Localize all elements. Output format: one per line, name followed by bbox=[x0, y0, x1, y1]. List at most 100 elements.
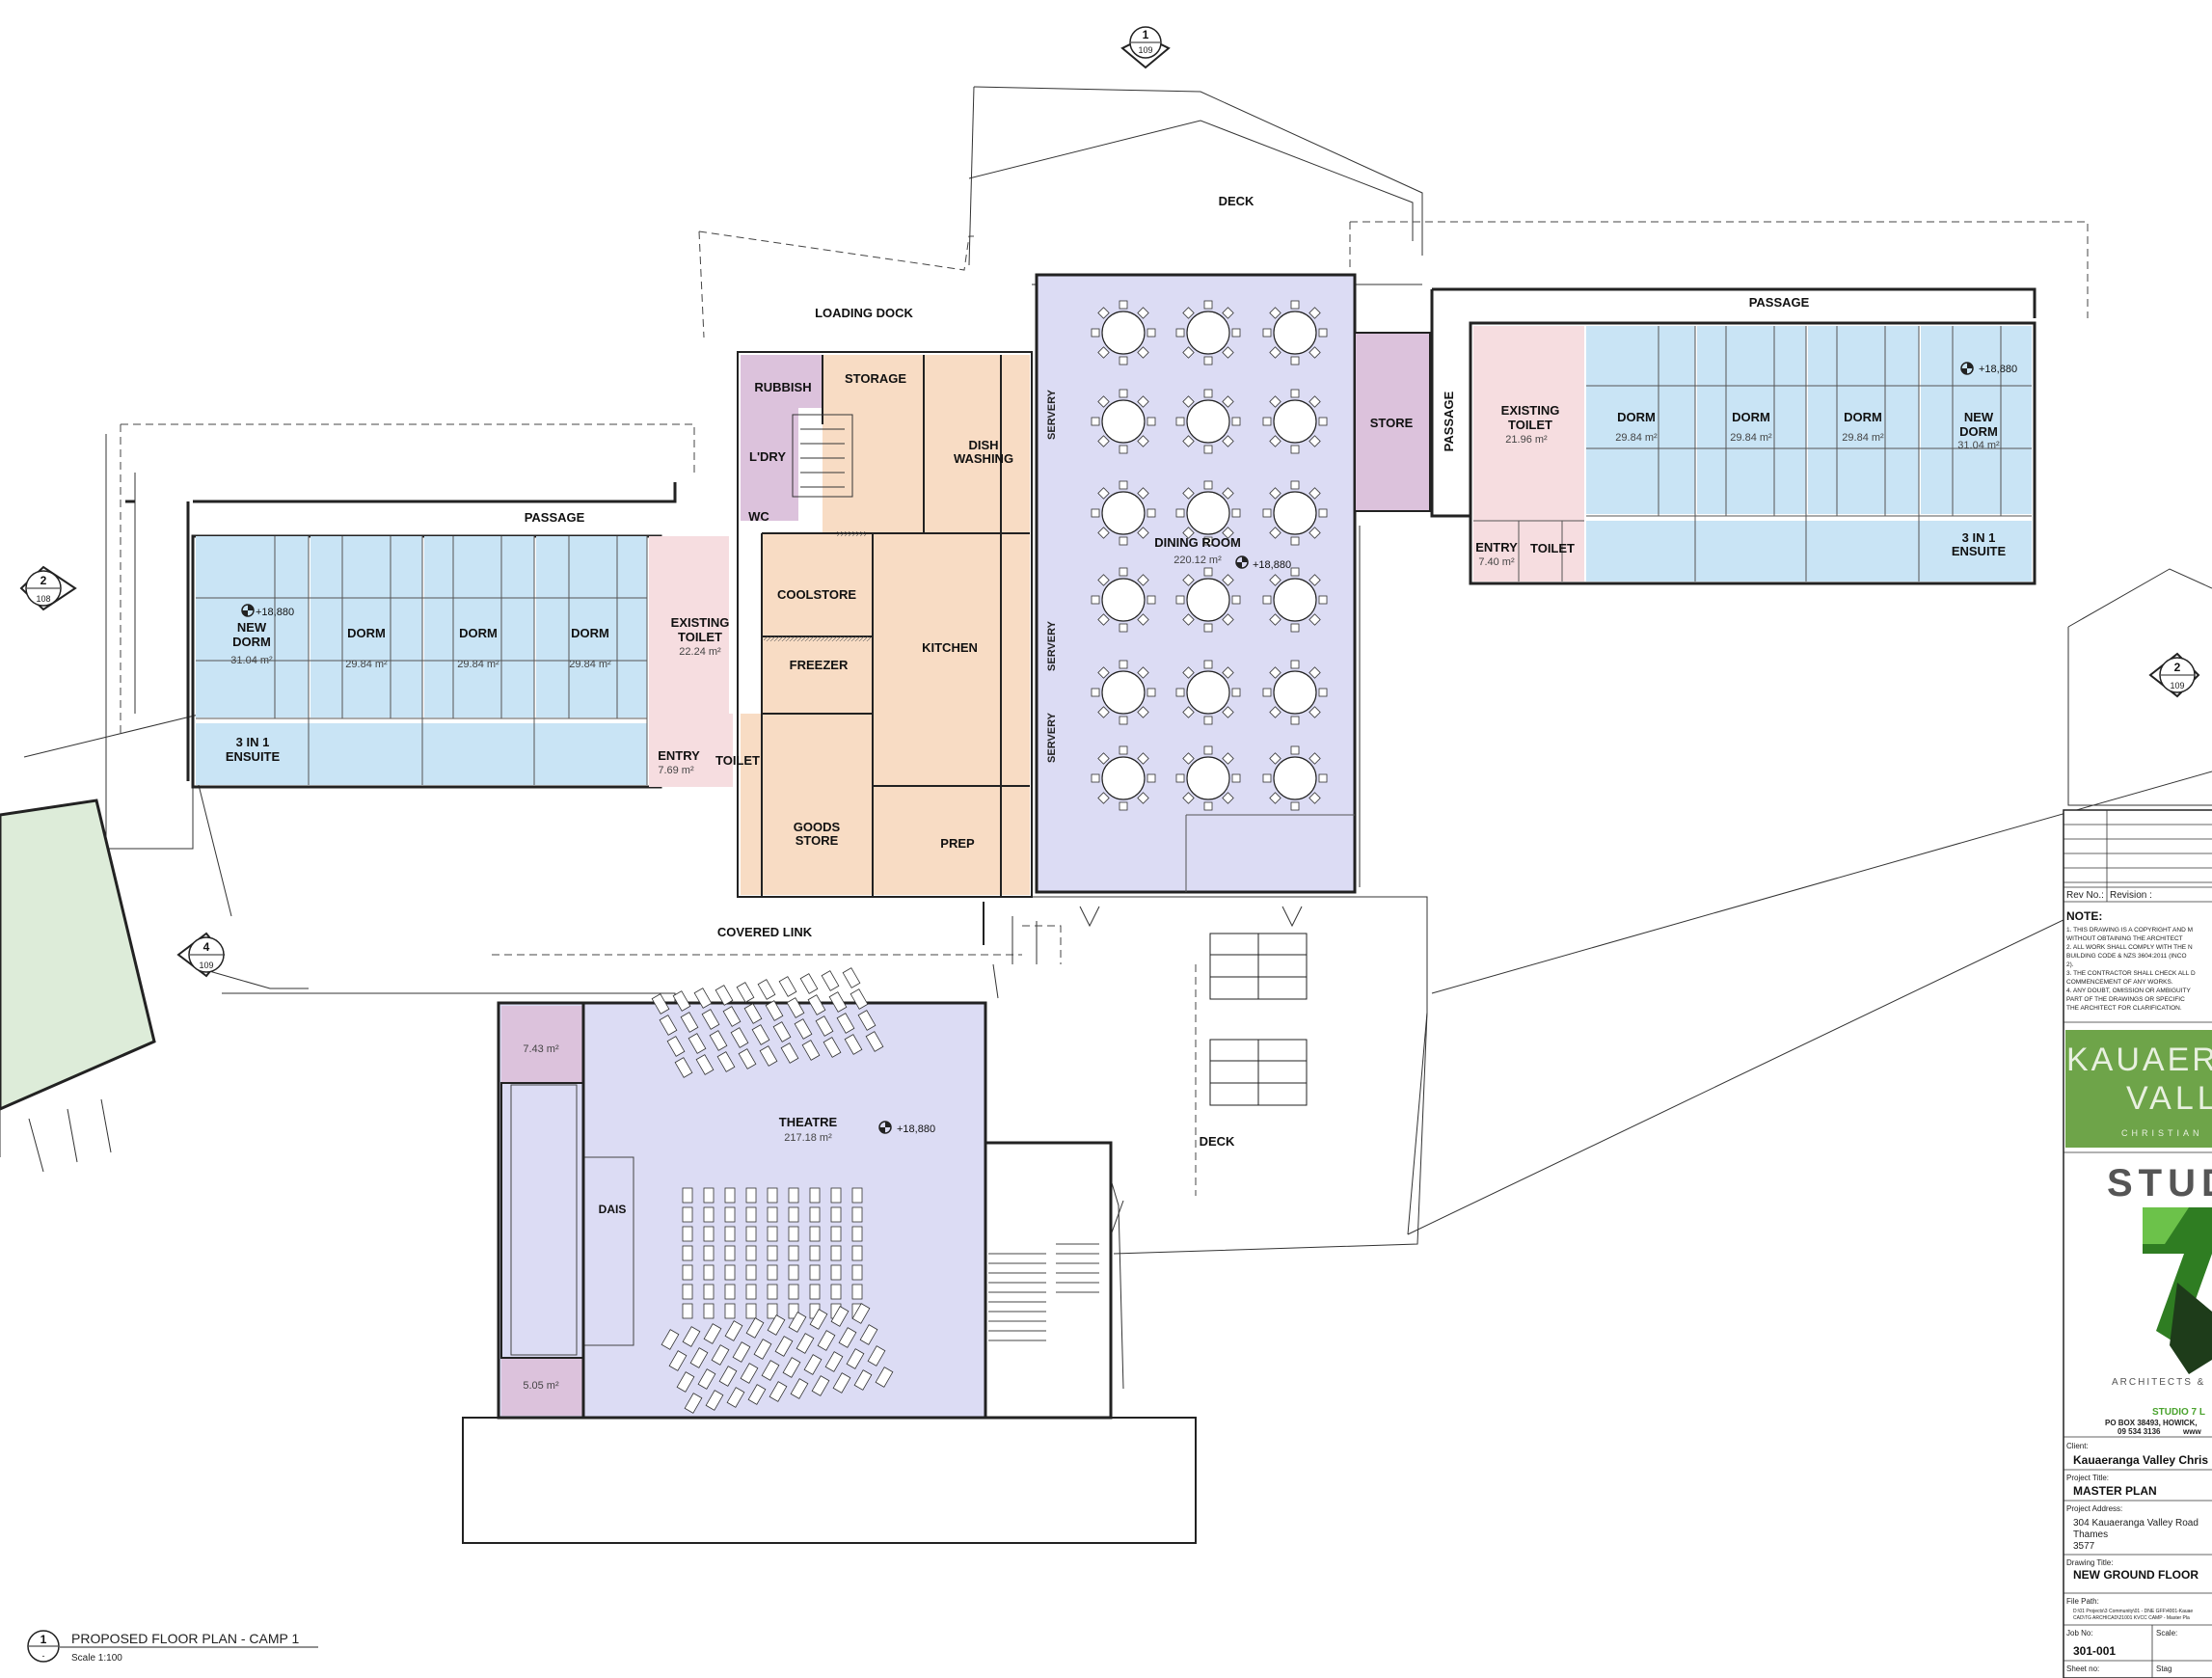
room-dorm-r2: DORM bbox=[1732, 410, 1770, 424]
room-wc: WC bbox=[748, 509, 769, 524]
title-circle-sub: - bbox=[42, 1651, 45, 1661]
room-exist-toilet-left-2: TOILET bbox=[678, 630, 722, 644]
room-ensuite-right-1: 3 IN 1 bbox=[1962, 530, 1996, 545]
theatre-seat bbox=[788, 1226, 799, 1242]
studio-logo: STUD bbox=[2107, 1162, 2212, 1204]
room-exist-toilet-left-1: EXISTING bbox=[671, 615, 730, 630]
room-freezer: FREEZER bbox=[790, 658, 849, 672]
theatre-seat bbox=[842, 967, 861, 988]
theatre-seat bbox=[788, 1245, 799, 1261]
theatre-seat bbox=[767, 1226, 778, 1242]
dining-table bbox=[1091, 389, 1156, 454]
theatre-seat bbox=[830, 1306, 850, 1327]
note-heading: NOTE: bbox=[2066, 909, 2102, 923]
room-ensuite-left-2: ENSUITE bbox=[226, 749, 281, 764]
theatre-seat bbox=[851, 1226, 863, 1242]
theatre-seat bbox=[715, 985, 734, 1006]
theatre-seat bbox=[853, 1369, 873, 1391]
theatre-seat bbox=[809, 1226, 821, 1242]
address-1: 304 Kauaeranga Valley Road bbox=[2073, 1518, 2199, 1529]
room-dorm-l2-area: 29.84 m² bbox=[457, 659, 499, 670]
file-path-1: D:\01 Projects\3 Community\01 - DNE GFF\… bbox=[2073, 1609, 2193, 1614]
project-title-label: Project Title: bbox=[2066, 1474, 2109, 1482]
theatre-seat bbox=[682, 1226, 693, 1242]
theatre-seat bbox=[788, 1187, 799, 1204]
theatre-seat bbox=[703, 1264, 715, 1281]
theatre-seat bbox=[850, 988, 869, 1010]
theatre-seat bbox=[823, 1037, 842, 1058]
room-new-dorm-right-2: DORM bbox=[1959, 424, 1998, 439]
room-exist-toilet-right-2: TOILET bbox=[1508, 418, 1552, 432]
theatre-seat bbox=[803, 1354, 823, 1375]
theatre-seat bbox=[701, 1009, 720, 1030]
dining-table bbox=[1175, 480, 1241, 546]
theatre-seat bbox=[772, 1021, 792, 1042]
room-passage-left: PASSAGE bbox=[525, 510, 585, 525]
level-theatre: +18,880 bbox=[897, 1123, 935, 1135]
room-dorm-l1: DORM bbox=[347, 626, 386, 640]
room-coolstore: COOLSTORE bbox=[777, 587, 856, 602]
client-logo bbox=[2065, 1030, 2212, 1148]
theatre-seat bbox=[724, 1245, 736, 1261]
room-dorm-r3-area: 29.84 m² bbox=[1842, 432, 1884, 444]
theatre-seat bbox=[801, 1040, 821, 1061]
theatre-seat bbox=[726, 1387, 745, 1408]
room-dorm-r3: DORM bbox=[1844, 410, 1882, 424]
theatre-seat bbox=[821, 970, 840, 991]
theatre-seat bbox=[807, 994, 826, 1015]
theatre-seat bbox=[859, 1324, 878, 1345]
theatre-seat bbox=[811, 1375, 830, 1396]
dining-table bbox=[1091, 660, 1156, 725]
job-no-label: Job No: bbox=[2066, 1629, 2093, 1637]
room-prep: PREP bbox=[940, 836, 975, 851]
note-line: 3. THE CONTRACTOR SHALL CHECK ALL D bbox=[2066, 970, 2196, 977]
section-left-sheet: 108 bbox=[36, 594, 50, 604]
theatre-seat bbox=[703, 1187, 715, 1204]
theatre-seat bbox=[790, 1378, 809, 1399]
theatre-seat bbox=[788, 1284, 799, 1300]
theatre-seat bbox=[745, 1245, 757, 1261]
room-entry-left-area: 7.69 m² bbox=[658, 765, 694, 776]
theatre-seat bbox=[693, 988, 713, 1009]
room-toilet-left: TOILET bbox=[715, 753, 760, 768]
company-name: STUDIO 7 L bbox=[2152, 1407, 2205, 1418]
dining-table bbox=[1262, 389, 1328, 454]
section-marker-bottom-left: 4 109 bbox=[176, 932, 226, 978]
notes-list: 1. THIS DRAWING IS A COPYRIGHT AND M WIT… bbox=[2066, 927, 2196, 1012]
room-exist-toilet-right-1: EXISTING bbox=[1501, 403, 1560, 418]
theatre-seat bbox=[738, 1048, 757, 1069]
room-kitchen: KITCHEN bbox=[922, 640, 978, 655]
room-entry-right: ENTRY bbox=[1475, 540, 1518, 555]
theatre-seat bbox=[682, 1245, 693, 1261]
theatre-seat bbox=[709, 1030, 728, 1051]
room-goods-1: GOODS bbox=[794, 820, 841, 834]
room-servery-2: SERVERY bbox=[1046, 620, 1058, 671]
theatre-seat bbox=[851, 1303, 871, 1324]
note-line: 2. ALL WORK SHALL COMPLY WITH THE N bbox=[2066, 944, 2193, 951]
room-entry-right-area: 7.40 m² bbox=[1478, 556, 1515, 568]
logo-line2: VALL bbox=[2126, 1080, 2212, 1117]
theatre-seat bbox=[809, 1245, 821, 1261]
client-value: Kauaeranga Valley Chris bbox=[2073, 1453, 2208, 1467]
logo-line3: CHRISTIAN bbox=[2121, 1128, 2203, 1138]
theatre-seat bbox=[688, 1033, 707, 1054]
company-phone: 09 534 3136 bbox=[2118, 1427, 2161, 1436]
theatre-seat bbox=[774, 1336, 794, 1357]
level-dining: +18,880 bbox=[1253, 559, 1291, 571]
dining-tables bbox=[1091, 300, 1328, 811]
title-circle-num: 1 bbox=[40, 1633, 47, 1646]
room-dining: DINING ROOM bbox=[1154, 535, 1241, 550]
room-theatre-area: 217.18 m² bbox=[784, 1132, 832, 1144]
section-marker-top: 1 109 bbox=[1120, 26, 1171, 69]
theatre-seat bbox=[830, 1264, 842, 1281]
job-no-value: 301-001 bbox=[2073, 1644, 2116, 1658]
dining-table bbox=[1262, 480, 1328, 546]
note-line: COMMENCEMENT OF ANY WORKS. bbox=[2066, 979, 2173, 986]
room-dais: DAIS bbox=[599, 1203, 627, 1216]
dining-table bbox=[1262, 660, 1328, 725]
theatre-seat bbox=[745, 1226, 757, 1242]
theatre-seat bbox=[757, 979, 776, 1000]
theatre-seat bbox=[799, 973, 819, 994]
theatre-seat bbox=[703, 1284, 715, 1300]
section-top-num: 1 bbox=[1143, 28, 1149, 41]
